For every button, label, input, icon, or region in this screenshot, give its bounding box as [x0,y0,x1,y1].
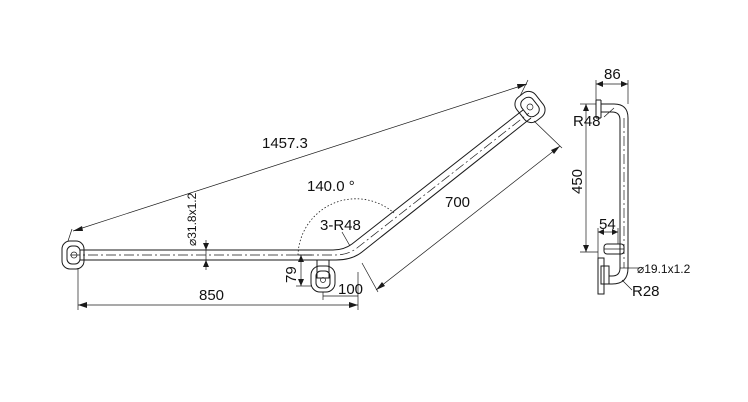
overall-length-label: 1457.3 [262,135,308,152]
side-view: 86 R48 450 54 ⌀19.1x1 [569,66,691,300]
tube-spec-callout: ⌀31.8x1.2 [185,192,209,270]
angle-label: 140.0 ° [307,178,355,195]
upper-right-wall-flange [514,90,546,124]
horizontal-length-dimension: 850 [77,268,359,310]
side-height-label: 450 [569,169,586,194]
side-lower-offset-label: 54 [599,216,616,233]
grab-bar-tube [70,109,532,261]
bend-radius-label: 3-R48 [320,217,361,234]
angled-length-label: 700 [445,194,470,211]
side-tube-spec-callout: ⌀19.1x1.2 [620,262,691,276]
horizontal-length-label: 850 [199,287,224,304]
side-lower-radius-label: R28 [632,283,660,300]
main-view: 1457.3 140.0 ° 3-R48 700 ⌀31.8x1.2 [61,79,563,310]
side-lower-fitting [603,243,625,255]
angled-length-dimension: 700 [361,120,563,293]
overall-length-dimension: 1457.3 [67,79,529,242]
support-offset-label: 100 [338,281,363,298]
support-height-label: 79 [283,266,300,283]
side-lower-offset-dimension: 54 [597,216,619,258]
side-wall-plate [595,99,610,295]
side-height-dimension: 450 [569,103,598,253]
support-offset-dimension: 100 [322,281,363,300]
side-tube-spec-label: ⌀19.1x1.2 [637,262,691,276]
side-depth-label: 86 [604,66,621,83]
support-leg [310,259,336,293]
tube-spec-label: ⌀31.8x1.2 [185,192,199,246]
support-height-dimension: 79 [283,254,312,287]
side-bend-radius-label: R48 [573,113,601,130]
side-lower-radius-callout: R28 [621,279,660,300]
side-depth-dimension: 86 [595,66,629,104]
bend-radius-callout: 3-R48 [320,217,361,247]
side-tube [601,103,629,285]
side-bend-radius-callout: R48 [573,107,615,130]
